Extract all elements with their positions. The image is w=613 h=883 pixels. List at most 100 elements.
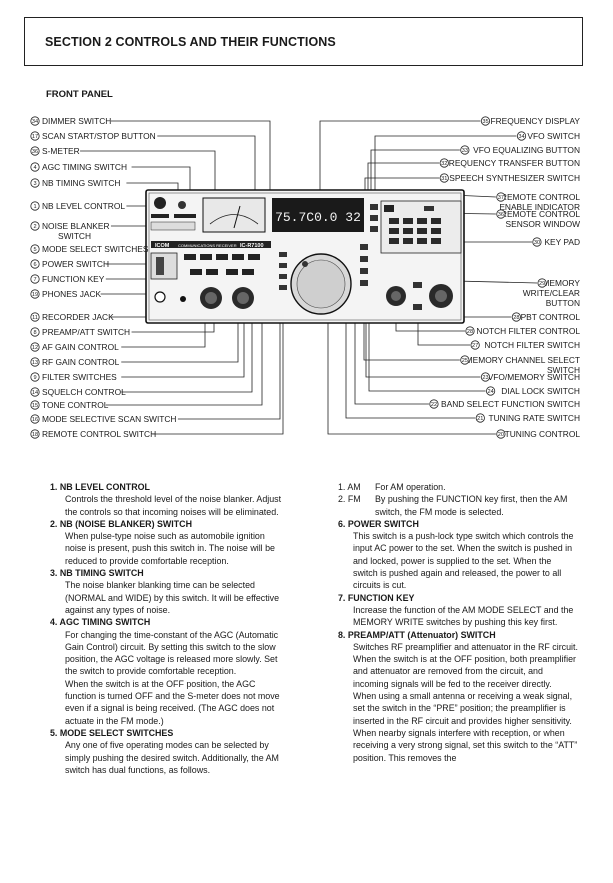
svg-text:20: 20 (498, 432, 504, 438)
nb-level-knob-icon (154, 197, 166, 209)
callout-label: MEMORY CHANNEL SELECT (466, 355, 580, 365)
callout-label: MODE SELECTIVE SCAN SWITCH (42, 414, 176, 424)
svg-text:21: 21 (477, 416, 483, 422)
svg-text:3: 3 (33, 181, 36, 187)
receiver-front-panel: 75.7C0.0 32 ICOM COMMUNICATIONS RECEIVER… (145, 189, 465, 324)
svg-text:5: 5 (33, 247, 36, 253)
panel-heading: FRONT PANEL (46, 89, 113, 100)
callout-label: REMOTE CONTROL SWITCH (42, 429, 156, 439)
svg-text:32: 32 (441, 161, 447, 167)
svg-text:28: 28 (513, 315, 519, 321)
right-section-body-2: Increase the function of the AM MODE SEL… (353, 604, 574, 628)
svg-text:14: 14 (32, 390, 38, 396)
svg-text:22: 22 (431, 402, 437, 408)
callout-label: S-METER (42, 146, 80, 156)
callout-left-10: 7 FUNCTION KEY (30, 274, 105, 284)
callout-left-18: 15 TONE CONTROL (30, 400, 109, 410)
callout-label: NB LEVEL CONTROL (42, 201, 125, 211)
svg-text:COMMUNICATIONS RECEIVER: COMMUNICATIONS RECEIVER (178, 243, 237, 248)
svg-text:7: 7 (33, 277, 36, 283)
callout-label: DIMMER SWITCH (42, 116, 111, 126)
svg-text:37: 37 (498, 195, 504, 201)
svg-text:16: 16 (32, 417, 38, 423)
svg-text:17: 17 (32, 134, 38, 140)
callout-left-9: 6 POWER SWITCH (30, 259, 109, 269)
svg-text:25: 25 (462, 358, 468, 364)
callout-label: TONE CONTROL (42, 400, 109, 410)
left-section-body-4: For changing the time-constant of the AG… (65, 629, 280, 726)
callout-left-14: 12 AF GAIN CONTROL (30, 342, 119, 352)
callout-label: SENSOR WINDOW (506, 219, 581, 229)
svg-text:31: 31 (441, 176, 447, 182)
svg-text:36: 36 (498, 212, 504, 218)
callout-label: POWER SWITCH (42, 259, 109, 269)
callout-label: FILTER SWITCHES (42, 372, 117, 382)
left-section-heading-3: 3. NB TIMING SWITCH (50, 568, 144, 579)
callout-right-16: BAND SELECT FUNCTION SWITCH 22 (429, 399, 580, 409)
right-section-heading-2: 7. FUNCTION KEY (338, 592, 415, 603)
callout-label: TUNING RATE SWITCH (489, 413, 581, 423)
section-header-box: SECTION 2 CONTROLS AND THEIR FUNCTIONS (24, 17, 583, 66)
svg-text:35: 35 (482, 119, 488, 125)
svg-text:33: 33 (462, 148, 468, 154)
svg-text:23: 23 (482, 375, 488, 381)
svg-text:6: 6 (33, 262, 36, 268)
callout-label: FREQUENCY TRANSFER BUTTON (444, 158, 580, 168)
callout-label: NOISE BLANKER (42, 221, 110, 231)
front-panel-diagram: 75.7C0.0 32 ICOM COMMUNICATIONS RECEIVER… (30, 116, 581, 439)
svg-text:34: 34 (32, 119, 38, 125)
svg-text:75.7C0.0 32: 75.7C0.0 32 (275, 210, 361, 225)
callout-label: MEMORY (542, 278, 580, 288)
left-section-body-3: The noise blanker blanking time can be s… (65, 580, 280, 615)
callout-left-19: 16 MODE SELECTIVE SCAN SWITCH (30, 414, 176, 424)
callout-label: VFO EQUALIZING BUTTON (473, 145, 580, 155)
svg-text:36: 36 (32, 149, 38, 155)
callout-label: FUNCTION KEY (42, 274, 105, 284)
svg-text:15: 15 (32, 403, 38, 409)
svg-text:30: 30 (534, 240, 540, 246)
callout-label: AGC TIMING SWITCH (42, 162, 127, 172)
callout-label: SWITCH (58, 231, 91, 241)
svg-text:34: 34 (518, 134, 524, 140)
callout-label: PREAMP/ATT SWITCH (42, 327, 130, 337)
left-section-heading-2: 2. NB (NOISE BLANKER) SWITCH (50, 518, 192, 529)
svg-text:19: 19 (32, 292, 38, 298)
callout-label: VFO/MEMORY SWITCH (488, 372, 580, 382)
callout-label: BUTTON (546, 298, 580, 308)
svg-text:12: 12 (32, 345, 38, 351)
callout-label: NOTCH FILTER CONTROL (476, 326, 580, 336)
svg-text:29: 29 (539, 281, 545, 287)
right-section-heading-1: 6. POWER SWITCH (338, 518, 419, 529)
callout-label: BAND SELECT FUNCTION SWITCH (441, 399, 580, 409)
svg-text:27: 27 (472, 343, 478, 349)
callout-label: WRITE/CLEAR (523, 288, 580, 298)
callout-left-1: 34 DIMMER SWITCH (30, 116, 111, 126)
right-section-heading-3: 8. PREAMP/ATT (Attenuator) SWITCH (338, 629, 496, 640)
callout-label: ENABLE INDICATOR (499, 202, 580, 212)
left-section-body-2: When pulse-type noise such as automobile… (65, 531, 275, 566)
callout-label: AF GAIN CONTROL (42, 342, 119, 352)
svg-text:18: 18 (32, 432, 38, 438)
callout-right-3: VFO EQUALIZING BUTTON 33 (460, 145, 580, 155)
callout-label: REMOTE CONTROL (501, 192, 580, 202)
callout-left-3: 36 S-METER (30, 146, 80, 156)
